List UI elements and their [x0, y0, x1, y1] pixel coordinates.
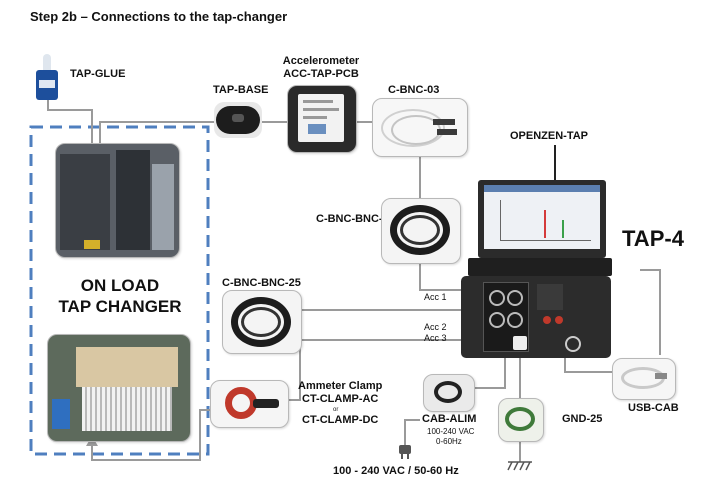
accelerometer-label-line1: Accelerometer	[282, 55, 360, 67]
c-bnc-bnc-25-top-image	[381, 198, 461, 264]
cab-alim-spec2: 0-60Hz	[436, 437, 462, 446]
acc-2-label: Acc 2	[424, 322, 447, 332]
page-title: Step 2b – Connections to the tap-changer	[30, 9, 288, 24]
on-load-line2: TAP CHANGER	[58, 297, 182, 316]
usb-cab-image	[612, 358, 676, 400]
acc-3-label: Acc 3	[424, 333, 447, 343]
ammeter-label-line2: CT-CLAMP-AC	[302, 393, 379, 405]
on-load-line1: ON LOAD	[80, 276, 160, 295]
mains-label: 100 - 240 VAC / 50-60 Hz	[333, 465, 459, 477]
cab-alim-label: CAB-ALIM	[422, 413, 477, 425]
tap-glue-label: TAP-GLUE	[70, 68, 126, 80]
c-bnc-03-label: C-BNC-03	[388, 84, 440, 96]
acc-1-label: Acc 1	[424, 292, 447, 302]
c-bnc-bnc-25-top-label: C-BNC-BNC-25	[316, 213, 395, 225]
on-load-tap-changer-label: ON LOAD TAP CHANGER	[40, 275, 200, 317]
tap-4-label: TAP-4	[622, 226, 684, 251]
gnd-25-image	[498, 398, 544, 442]
transformer-image	[55, 143, 180, 258]
ammeter-label-line1: Ammeter Clamp	[298, 380, 383, 392]
accelerometer-label-line2: ACC-TAP-PCB	[283, 68, 359, 80]
tap-glue-image	[33, 54, 61, 100]
cab-alim-spec1: 100-240 VAC	[427, 427, 475, 436]
c-bnc-bnc-25-left-image	[222, 290, 302, 354]
laptop-keyboard	[468, 258, 612, 276]
cab-alim-image	[423, 374, 475, 412]
ammeter-clamp-image	[210, 380, 289, 428]
tap-base-label: TAP-BASE	[213, 84, 269, 96]
ammeter-label: Ammeter Clamp CT-CLAMP-AC or CT-CLAMP-DC	[298, 380, 382, 427]
openzen-tap-label: OPENZEN-TAP	[510, 130, 589, 142]
cabinet-wiring-image	[47, 334, 191, 442]
c-bnc-bnc-25-left-label: C-BNC-BNC-25	[222, 277, 301, 289]
gnd-25-label: GND-25	[562, 413, 603, 425]
accelerometer-label: Accelerometer ACC-TAP-PCB	[279, 55, 363, 81]
ammeter-label-line3: CT-CLAMP-DC	[302, 414, 379, 426]
laptop-screen	[478, 180, 606, 258]
tap-base-image	[214, 102, 262, 138]
usb-cab-label: USB-CAB	[628, 402, 679, 414]
tap-4-device	[461, 276, 611, 358]
tap-changer-frame	[29, 125, 210, 456]
ammeter-label-or: or	[333, 407, 339, 413]
accelerometer-image	[287, 85, 357, 153]
c-bnc-03-image	[372, 98, 468, 157]
